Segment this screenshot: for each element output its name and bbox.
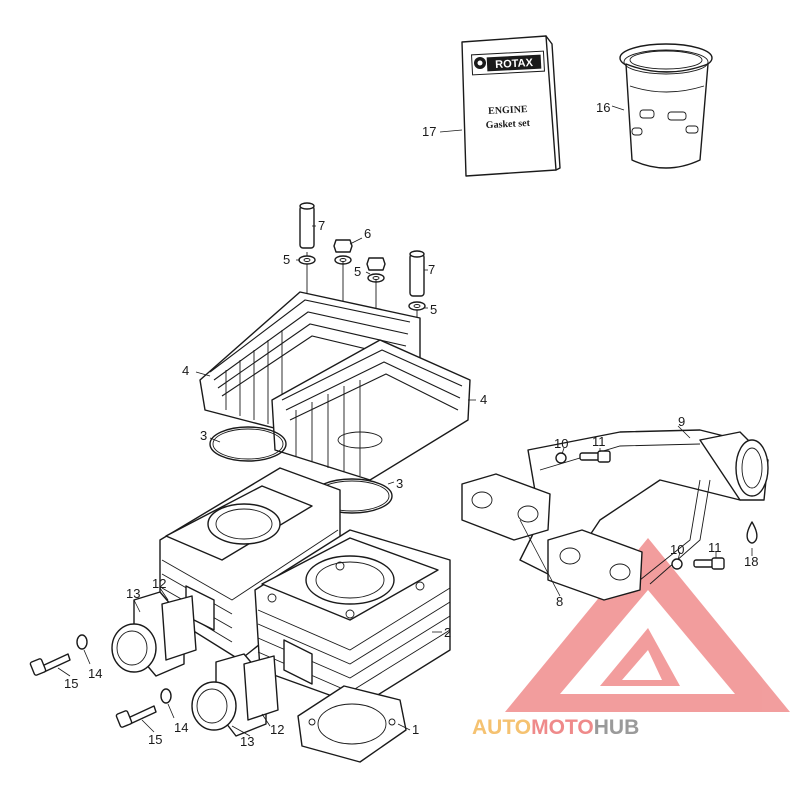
callout-7-left: 7 [318,218,325,233]
bolt [579,450,611,463]
callout-1: 1 [412,722,419,737]
callout-8: 8 [556,594,563,609]
gasket-set-package: ROTAX ENGINE Gasket set [461,35,561,177]
callout-12-upper: 12 [152,576,166,591]
cylinder-head-left [199,291,421,441]
washer [298,255,316,265]
callout-4-left: 4 [182,363,189,378]
intake-flange-lower [191,653,279,737]
bolt [693,557,725,570]
watermark-moto: MOTO [531,716,594,739]
watermark-text: AUTOMOTOHUB [472,716,639,739]
bolt [29,653,71,676]
package-brand: ROTAX [495,57,534,71]
callout-17: 17 [422,124,436,139]
cylinder-base-gasket [297,685,407,763]
callout-3-lower: 3 [396,476,403,491]
washer [160,688,172,704]
callout-2: 2 [444,625,451,640]
callout-10-lower: 10 [670,542,684,557]
exhaust-gasket-lower [547,529,643,601]
washer [408,301,426,311]
callout-5-middle: 5 [354,264,361,279]
sealant-drop [746,521,758,544]
callout-11-lower: 11 [708,540,722,555]
callout-15-upper: 15 [64,676,78,691]
watermark-auto: AUTO [472,716,531,739]
watermark-triangle-logo [505,538,790,712]
callout-9: 9 [678,414,685,429]
callout-5-left: 5 [283,252,290,267]
washer [555,452,567,464]
cylinder-block-right [254,529,451,707]
callout-4-right: 4 [480,392,487,407]
callout-11-upper: 11 [592,434,606,449]
watermark-hub: HUB [594,716,640,739]
callout-10-upper: 10 [554,436,568,451]
callout-14-upper: 14 [88,666,102,681]
callout-18: 18 [744,554,758,569]
intake-flange-upper [111,591,197,677]
callout-6: 6 [364,226,371,241]
callout-5-right: 5 [430,302,437,317]
cylinder-liner [619,43,713,169]
callout-7-right: 7 [428,262,435,277]
callout-14-lower: 14 [174,720,188,735]
o-ring-left [209,426,287,462]
svg-text:AUTOMOTOHUB: AUTOMOTOHUB [472,716,639,739]
callout-16: 16 [596,100,610,115]
callout-3-upper: 3 [200,428,207,443]
bolt [115,705,157,728]
callout-13-lower: 13 [240,734,254,749]
washer [76,634,88,650]
callout-12-lower: 12 [270,722,284,737]
callout-13-upper: 13 [126,586,140,601]
cylinder-head-right [271,339,471,481]
callout-labels: 1 2 3 3 4 4 5 5 5 6 7 7 8 9 10 10 11 11 … [64,100,758,749]
package-title-line2: Gasket set [486,118,531,131]
exhaust-gasket-upper [461,473,551,541]
callout-15-lower: 15 [148,732,162,747]
washer [671,558,683,570]
leader-lines [57,105,753,737]
package-title-line1: ENGINE [488,104,528,117]
